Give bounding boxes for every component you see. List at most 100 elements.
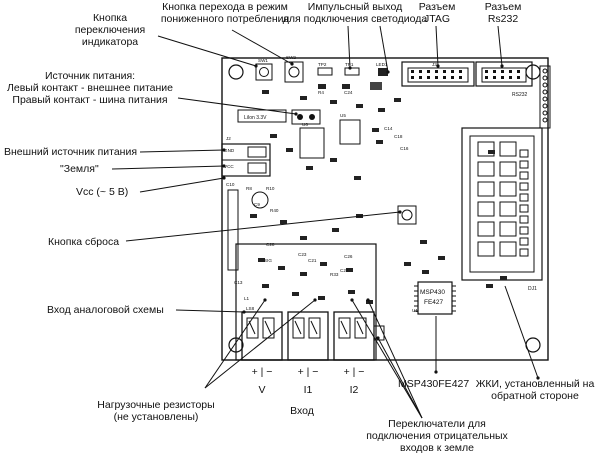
leader-dot [222,148,226,152]
leader-line [177,97,297,115]
vcc-label-line: Vcc (~ 5 В) [76,186,129,198]
smd-pad [486,284,493,288]
leader-dot [294,112,298,116]
smd-pad [422,270,429,274]
mcu-label-line: MSP430FE427 [398,378,470,390]
jtag-pin [443,76,446,79]
rs232-pin [485,76,488,79]
leader-line [204,299,316,389]
low-power-button-label: Кнопка перехода в режим пониженного потр… [152,1,298,25]
analog-input-label: Вход аналоговой схемы [47,304,177,316]
ext-power-label: Внешний источник питания [4,146,144,158]
leader-line [497,25,503,67]
smd-pad [262,284,269,288]
jtag-pin [427,70,430,73]
indicator-switch-cap [259,67,269,77]
smd-pad [306,166,313,170]
lcd-digit [499,241,517,257]
low-power-button-label-line: пониженного потребления [160,13,290,25]
power-jumper-left [297,114,303,120]
leader-dot [386,70,390,74]
edge-pin [542,89,548,95]
smd-pad [330,100,337,104]
power-jumper [291,109,321,125]
lcd-segment [519,237,529,246]
leader-lines [111,25,540,419]
rs232-pin [485,70,488,73]
silkscreen-text: C27 [340,268,349,273]
silkscreen-text: SIG [264,258,272,263]
silkscreen-text: U5 [340,113,346,118]
leader-line [204,299,266,389]
lcd-segment [519,160,529,169]
leader-line [435,25,439,67]
battery-body [237,109,287,123]
vcc-label: Vcc (~ 5 В) [76,186,146,198]
leader-dot [434,370,438,374]
terminal-screw-slot [340,320,348,335]
rs232-pin [501,76,504,79]
smd-pad [438,256,445,260]
silkscreen-text: C14 [384,126,393,131]
leader-line [139,177,225,193]
leader-line [125,211,401,242]
jtag-pin [411,76,414,79]
silkscreen-text: L1 [244,296,250,301]
leader-dot [254,64,258,68]
lcd-segment [519,149,529,158]
silkscreen-text: C10 [226,182,235,187]
terminal-screw [354,317,367,339]
smd-pad [366,300,373,304]
silkscreen-text: C18 [394,134,403,139]
rs232-pin [493,70,496,73]
reset-button-body [397,205,417,225]
input-word-label: Вход [282,405,322,417]
indicator-button-label: Кнопка переключения индикатора [62,12,158,48]
silkscreen-text: SW1 [258,58,268,63]
leader-line [379,25,389,73]
input-name-i1: I1 [303,384,313,396]
lcd-digit [499,141,517,157]
low-power-switch [284,61,304,83]
terminal-screw-slot [264,320,272,335]
smd-pad [376,140,383,144]
silkscreen-text: C24 [344,90,353,95]
indicator-button-label-line: индикатора [81,36,139,48]
analog-input-label-line: Вход аналоговой схемы [47,304,164,316]
jtag-label-line: Разъем [418,1,456,13]
r-pad-a [342,84,350,89]
smd-pad [500,276,507,280]
tp2-pad [317,67,333,76]
terminal-pin-vcc [247,162,267,174]
leader-line [111,165,225,170]
reset-button-label-line: Кнопка сброса [48,236,120,248]
terminal-screw-slot [294,320,302,335]
smd-pad [250,214,257,218]
smd-pad [394,98,401,102]
load-resistors-label: Нагрузочные резисторы (не установлены) [94,399,218,423]
ground-label: "Земля" [60,163,120,175]
terminal-screw [338,317,351,339]
jtag-pin [451,70,454,73]
mcu-chip-text: MSP430 [420,289,445,296]
silkscreen-text: R4 [318,90,324,95]
indicator-button-label-line: переключения [74,24,146,36]
lcd-segment [519,193,529,202]
reset-button-shape [397,205,417,225]
smd-pad [348,290,355,294]
jtag-pin [419,76,422,79]
mcu-body [417,281,453,315]
jtag-pin [451,76,454,79]
smd-pad [258,258,265,262]
rs232-silk-text: RS232 [512,92,528,98]
reset-button-cap [401,209,413,221]
leader-dot [263,298,267,302]
lcd-label-line: обратной стороне [491,390,579,402]
leader-dot [536,376,540,380]
battery-silk-text: LiIon 3.3V [244,115,267,121]
switches-label-line: Переключатели для [388,418,486,430]
smd-pad [488,150,495,154]
smd-pad [378,108,385,112]
jtag-pin [411,70,414,73]
